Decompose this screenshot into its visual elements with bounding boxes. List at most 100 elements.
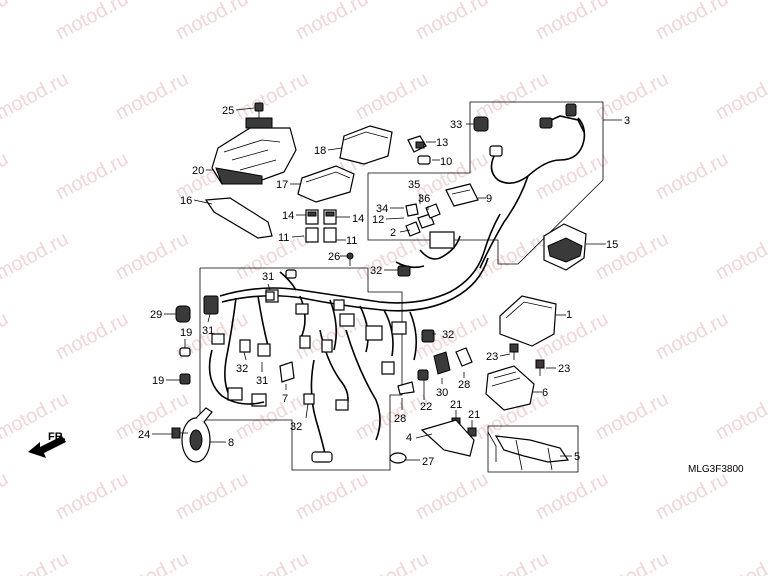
- watermark-text: motod.ru: [712, 228, 768, 284]
- watermark-text: motod.ru: [712, 548, 768, 576]
- callout-label-c2: 2: [390, 227, 396, 239]
- bolt-part-24: [171, 427, 188, 439]
- callout-label-c14b: 14: [352, 213, 364, 225]
- callout-label-c7: 7: [282, 393, 288, 405]
- callout-label-c29: 29: [150, 309, 162, 321]
- front-label: FR.: [48, 431, 66, 443]
- clip-part-19a: [179, 347, 191, 357]
- clip-part-28a: [455, 347, 473, 367]
- watermark-text: motod.ru: [52, 468, 132, 524]
- watermark-text: motod.ru: [652, 0, 732, 44]
- watermark-text: motod.ru: [232, 548, 312, 576]
- callout-label-c14a: 14: [282, 210, 294, 222]
- connector-part-9: [445, 183, 479, 207]
- watermark-text: motod.ru: [232, 68, 312, 124]
- watermark-text: motod.ru: [352, 68, 432, 124]
- watermark-text: motod.ru: [532, 148, 612, 204]
- watermark-text: motod.ru: [652, 308, 732, 364]
- callout-label-c30: 30: [436, 387, 448, 399]
- callout-label-c10: 10: [440, 156, 452, 168]
- relay-box-part-17: [297, 165, 355, 203]
- grommet-part-29: [175, 305, 191, 323]
- watermark-text: motod.ru: [652, 148, 732, 204]
- leader-line-c31a: [267, 283, 271, 291]
- bolt-part-22: [417, 369, 429, 381]
- leader-lines: [152, 107, 622, 461]
- callout-label-c27: 27: [422, 456, 434, 468]
- diagram-code: MLG3F3800: [688, 464, 744, 475]
- module-part-15: [543, 223, 587, 271]
- callout-label-c36: 36: [418, 193, 430, 205]
- watermark-text: motod.ru: [0, 468, 12, 524]
- leader-line-c18: [327, 147, 343, 151]
- main-harness-part-1: [203, 213, 501, 463]
- callout-label-c28b: 28: [394, 413, 406, 425]
- watermark-text: motod.ru: [412, 0, 492, 44]
- watermark-text: motod.ru: [0, 308, 12, 364]
- watermark-text: motod.ru: [0, 548, 72, 576]
- leader-line-c2: [399, 229, 411, 233]
- callout-label-c15: 15: [606, 239, 618, 251]
- callout-label-c31c: 31: [256, 375, 268, 387]
- watermark-text: motod.ru: [172, 0, 252, 44]
- watermark-text: motod.ru: [0, 68, 72, 124]
- bracket-part-4: [420, 419, 497, 462]
- leader-line-c31b: [207, 313, 211, 323]
- callout-label-c25: 25: [222, 105, 234, 117]
- leader-line-c4: [415, 433, 433, 439]
- bolt-part-23b: [535, 359, 545, 376]
- callout-label-c17: 17: [276, 179, 288, 191]
- grommet-part-33: [473, 116, 489, 132]
- sub-harness-part-3: [479, 103, 586, 269]
- watermark-text: motod.ru: [652, 468, 732, 524]
- callout-label-c20: 20: [192, 165, 204, 177]
- callout-label-c22: 22: [420, 401, 432, 413]
- callout-label-c12: 12: [372, 214, 384, 226]
- callout-label-c13: 13: [436, 137, 448, 149]
- watermark-text: motod.ru: [412, 468, 492, 524]
- watermark-text: motod.ru: [112, 228, 192, 284]
- callout-label-c23a: 23: [486, 351, 498, 363]
- leader-line-c23a: [499, 353, 511, 357]
- leader-line-c16: [193, 199, 213, 205]
- callout-label-c21a: 21: [450, 399, 462, 411]
- callout-label-c19b: 19: [152, 375, 164, 387]
- callout-label-c32a: 32: [370, 265, 382, 277]
- callout-label-c32d: 32: [442, 329, 454, 341]
- watermark-text: motod.ru: [532, 0, 612, 44]
- callout-label-c31a: 31: [262, 271, 274, 283]
- watermark-text: motod.ru: [592, 68, 672, 124]
- leader-line-c12: [385, 217, 405, 220]
- watermark-text: motod.ru: [712, 388, 768, 444]
- ecu-part-1: [499, 295, 557, 347]
- clip-part-19b: [179, 373, 191, 385]
- callout-label-c5: 5: [574, 451, 580, 463]
- watermark-text: motod.ru: [292, 468, 372, 524]
- callout-label-c26: 26: [328, 251, 340, 263]
- callout-label-c32c: 32: [290, 421, 302, 433]
- watermark-text: motod.ru: [112, 548, 192, 576]
- horn-part-8: [181, 407, 213, 463]
- watermark-text: motod.ru: [532, 468, 612, 524]
- leader-line-c25: [235, 107, 255, 111]
- watermark-text: motod.ru: [592, 388, 672, 444]
- harness-frame: [367, 101, 604, 265]
- watermark-text: motod.ru: [52, 148, 132, 204]
- watermark-text: motod.ru: [0, 148, 12, 204]
- callout-label-c11a: 11: [278, 232, 289, 244]
- clamp-part-7: [279, 361, 295, 383]
- callout-label-c24: 24: [138, 429, 150, 441]
- watermark-text: motod.ru: [712, 68, 768, 124]
- callout-label-c3: 3: [624, 115, 630, 127]
- small-connectors-34-36: [405, 203, 441, 237]
- watermark-text: motod.ru: [0, 0, 12, 44]
- callout-label-c32b: 32: [236, 363, 248, 375]
- fuse-box-part-20: [211, 117, 297, 185]
- callout-label-c19a: 19: [180, 327, 192, 339]
- watermark-text: motod.ru: [232, 388, 312, 444]
- callout-label-c28a: 28: [458, 379, 470, 391]
- watermark-text: motod.ru: [112, 68, 192, 124]
- watermark-text: motod.ru: [592, 548, 672, 576]
